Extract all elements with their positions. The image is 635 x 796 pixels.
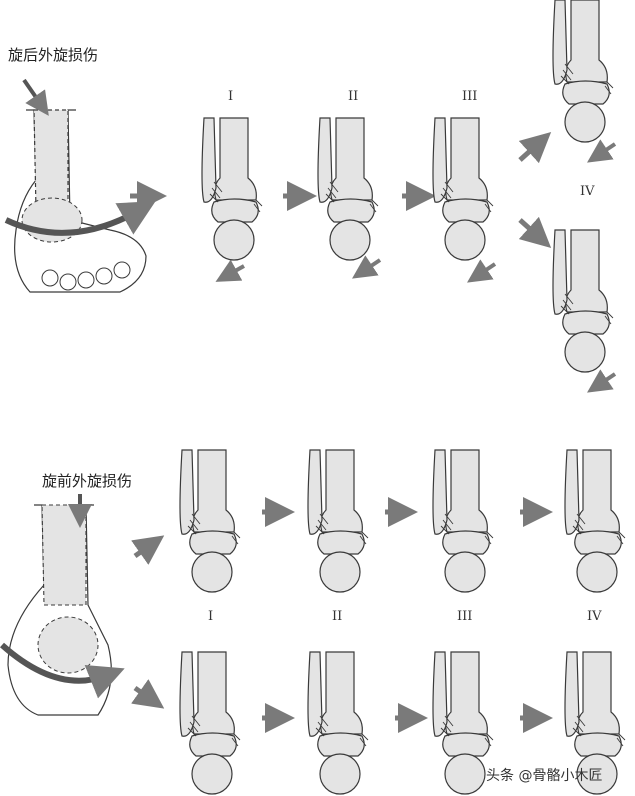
- bottom-panel-title: 旋前外旋损伤: [42, 472, 133, 490]
- flow-arrow: [131, 679, 165, 709]
- stage-label-top-3: III: [462, 89, 478, 104]
- top-panel-title: 旋后外旋损伤: [8, 46, 99, 64]
- ankle-stage-top-2: [317, 117, 382, 279]
- foot-illustration-bottom: [0, 504, 125, 716]
- stage-label-bottom-2: II: [332, 609, 343, 624]
- ankle-stage-top-1: [201, 117, 263, 282]
- stage-label-bottom-3: III: [457, 609, 473, 624]
- stage-label-top-1: I: [228, 89, 234, 104]
- flow-arrow: [518, 216, 552, 249]
- force-arrow-top: [22, 78, 49, 116]
- flow-arrow: [518, 131, 552, 164]
- ankle-stage-bottom-row1-3: [432, 449, 494, 593]
- ankle-stage-bottom-row1-1: [179, 449, 241, 593]
- stage-label-bottom-1: I: [208, 609, 214, 624]
- stage-label-top-2: II: [348, 89, 359, 104]
- ankle-stage-top-4a: [552, 0, 617, 163]
- ankle-stage-bottom-row1-2: [307, 449, 369, 593]
- ankle-stage-bottom-row1-4: [564, 449, 626, 593]
- ankle-stage-top-3: [432, 117, 497, 283]
- ankle-stage-top-4b: [552, 229, 617, 393]
- foot-illustration-top: [4, 109, 156, 293]
- watermark: 头条 @骨骼小木匠: [486, 768, 603, 784]
- flow-arrow: [131, 535, 165, 565]
- stage-label-bottom-4: IV: [587, 609, 602, 624]
- ankle-stage-bottom-row2-1: [179, 651, 241, 795]
- stage-label-top-4: IV: [580, 184, 595, 199]
- ankle-stage-bottom-row2-2: [307, 651, 369, 795]
- ankle-stage-bottom-row2-3: [432, 651, 494, 795]
